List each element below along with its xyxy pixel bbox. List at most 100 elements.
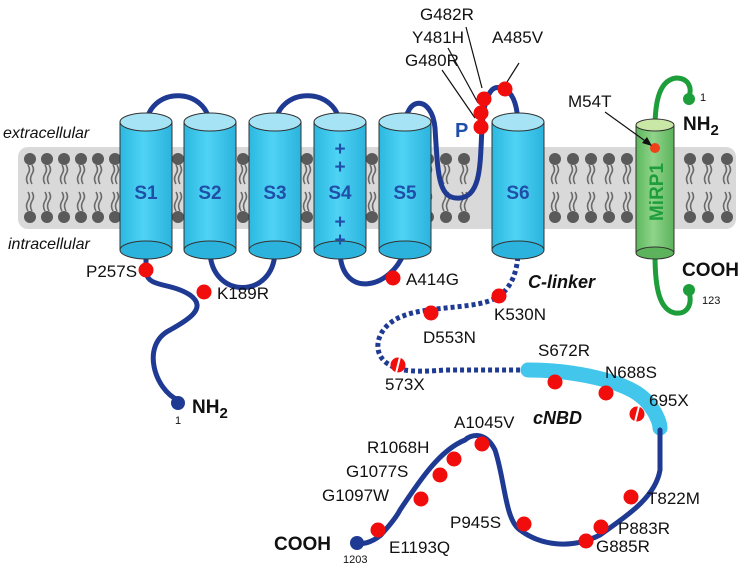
mutation-label: R1068H [367,438,429,457]
mirp1-helix: MiRP1 [635,118,675,260]
helix-s4: S4++++ [313,112,367,260]
mutation-g1077s: G1077S [346,462,448,483]
arrow-head-m54t [642,137,652,146]
helix-label-s3: S3 [263,183,286,204]
mutation-p945s: P945S [450,513,532,532]
mutation-dot [598,385,614,401]
mutation-dot [547,374,563,390]
lipid [58,153,70,223]
mutation-t822m: T822M [623,489,700,508]
c-terminus-label: COOH [274,534,331,555]
mutation-label: K530N [494,305,546,324]
mutation-a414g: A414G [385,270,459,289]
mutation-dot [474,436,490,452]
mutation-dot [497,81,513,97]
mutation-dot [370,522,386,538]
c-terminus-number: 1203 [343,554,367,566]
cnbd-domain [520,362,668,436]
truncation-mark [634,405,640,423]
positive-charge: + [334,212,345,233]
cnbd-label: cNBD [533,408,582,428]
lipid [458,153,470,223]
mutation-m54t [650,143,660,153]
mutation-label: K189R [217,284,269,303]
mirp1-n-terminus-label: NH2 [683,114,719,139]
mutation-label: T822M [647,489,700,508]
lipid [41,153,53,223]
n-terminus-end [171,396,185,410]
mutation-label: A485V [492,28,544,47]
lipid [603,153,615,223]
lipid [702,153,714,223]
mutation-g885r: G885R [578,533,650,556]
mutation-label: G1077S [346,462,408,481]
lipid [721,153,733,223]
mutation-573x: 573X [385,356,425,394]
extracellular-label: extracellular [3,125,90,142]
arrow-m54t [604,111,649,144]
lipid [172,153,184,223]
mutation-label: S672R [538,341,590,360]
lipid [301,153,313,223]
lipid [75,153,87,223]
mutation-label: G885R [596,537,650,556]
positive-charge: + [334,157,345,178]
c-linker-label: C-linker [528,272,596,292]
intracellular-label: intracellular [8,236,90,253]
mutation-dot [491,288,507,304]
mutation-label-m54t: M54T [568,92,611,111]
mutation-g480r: G480R [405,51,489,135]
lipid [92,153,104,223]
loop-s2-s3 [207,247,278,290]
helix-s5: S5 [378,112,432,260]
mutation-a1045v: A1045V [454,413,515,452]
lipid [621,153,633,223]
lipid [237,153,249,223]
c-terminus-end [350,536,364,550]
mutation-695x: 695X [629,391,689,423]
mutation-g1097w: G1097W [322,486,429,507]
mutation-label: 695X [649,391,689,410]
mutation-dot [413,491,429,507]
lipid [567,153,579,223]
mutation-label: G482R [420,5,474,24]
positive-charge: + [334,139,345,160]
mutation-label: D553N [423,328,476,347]
mutation-dot [473,105,489,121]
mutation-dot [385,270,401,286]
mirp1-n-terminus-number: 1 [700,92,706,104]
mirp1-c-terminus-number: 123 [702,295,720,307]
mutation-g482r: G482R [420,5,492,107]
mutation-dot [623,489,639,505]
mutation-label: G1097W [322,486,389,505]
positive-charge: + [334,230,345,251]
mutation-r1068h: R1068H [367,438,462,467]
helix-s1: S1 [119,112,173,260]
mutation-e1193q: E1193Q [370,522,450,557]
mutation-label: P883R [618,519,670,538]
mutation-dot [196,284,212,300]
mutation-dot [593,519,609,535]
mutation-sites: P257SK189RA414GG480RY481HG482RA485VK530N… [86,5,700,557]
helix-s2: S2 [183,112,237,260]
helix-s6: S6 [491,112,545,260]
mutation-a485v: A485V [492,28,544,97]
mutation-d553n: D553N [423,305,476,347]
loop-s4-s5 [337,247,408,287]
lipid-molecules [24,153,733,223]
mirp1-c-terminus-label: COOH [682,260,739,281]
mirp1-n-terminal-chain [652,75,693,131]
helix-s3: S3 [248,112,302,260]
n-terminus-label: NH2 [192,397,228,422]
n-terminus-number: 1 [175,415,181,427]
mutation-y481h: Y481H [412,28,489,121]
mutation-label: E1193Q [389,538,450,557]
mutation-dot [473,119,489,135]
mirp1-label: MiRP1 [647,163,668,222]
mirp1-c-terminus-end [683,284,695,296]
lipid [366,153,378,223]
mutation-label: A1045V [454,413,515,432]
mirp1-n-terminus-end [683,93,695,105]
